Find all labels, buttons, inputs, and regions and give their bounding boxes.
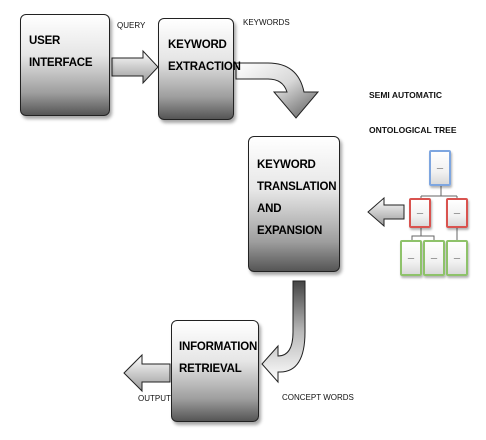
output-arrow (123, 353, 171, 393)
tree-leaf-node: — (400, 240, 422, 276)
tree-root-node: — (429, 150, 451, 186)
concept-words-curved-arrow (261, 280, 306, 384)
tree-node-mark: — (407, 254, 415, 262)
query-label: QUERY (117, 21, 146, 30)
user-interface-label: USER INTERFACE (29, 35, 93, 69)
tree-middle-node: — (446, 198, 468, 228)
ontology-tree-connectors (411, 186, 458, 240)
information-retrieval-box: INFORMATION RETRIEVAL (171, 320, 259, 422)
concept-words-label: CONCEPT WORDS (282, 393, 354, 402)
user-interface-box: USER INTERFACE (20, 14, 110, 116)
tree-leaf-node: — (423, 240, 445, 276)
tree-input-arrow (367, 196, 405, 228)
tree-node-mark: — (453, 209, 461, 217)
tree-leaf-node: — (446, 240, 468, 276)
keywords-label: KEYWORDS (243, 18, 290, 27)
output-label: OUTPUT (138, 394, 171, 403)
tree-title-line1: SEMI AUTOMATIC (369, 90, 443, 100)
keyword-translation-label: KEYWORD TRANSLATION AND EXPANSION (257, 159, 337, 237)
tree-title-line2: ONTOLOGICAL TREE (369, 125, 457, 135)
keyword-extraction-label: KEYWORD EXTRACTION (168, 39, 241, 73)
information-retrieval-label: INFORMATION RETRIEVAL (179, 341, 258, 375)
tree-node-mark: — (416, 209, 424, 217)
tree-node-mark: — (453, 254, 461, 262)
keyword-extraction-box: KEYWORD EXTRACTION (158, 18, 241, 120)
tree-node-mark: — (430, 254, 438, 262)
keywords-curved-arrow (235, 62, 320, 119)
query-arrow (111, 49, 159, 85)
tree-node-mark: — (436, 164, 444, 172)
keyword-translation-box: KEYWORD TRANSLATION AND EXPANSION (248, 136, 340, 272)
tree-middle-node: — (409, 198, 431, 228)
